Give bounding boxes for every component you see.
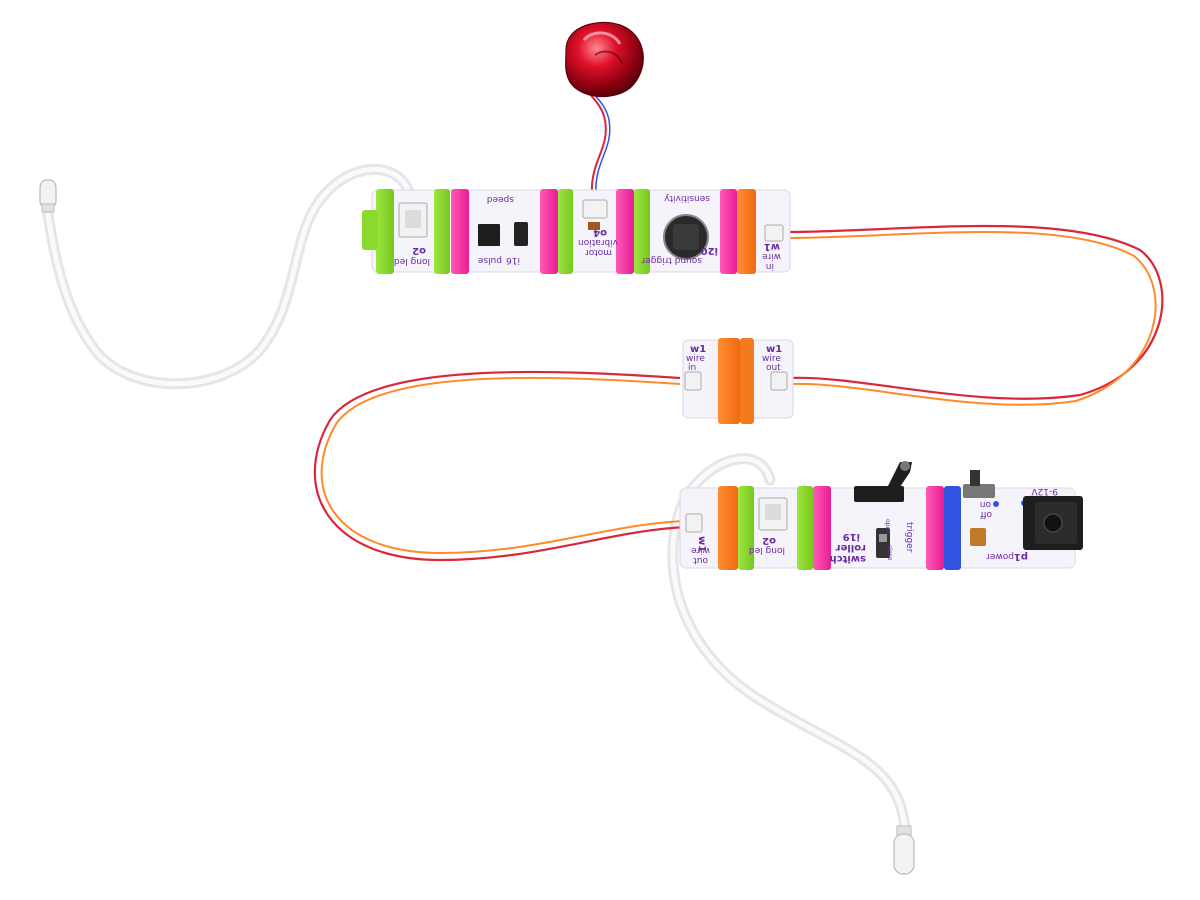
wire-socket (684, 371, 702, 391)
white-led-cable-bottom (667, 453, 911, 836)
orange-magnet-connector (718, 338, 740, 424)
pink-magnet-connector (451, 189, 469, 274)
long-led-bottom-id: o2 (762, 535, 776, 546)
pulse-id: i16 (506, 255, 520, 265)
wire-out-mid-label: wire (762, 354, 781, 364)
wire-out-mid-label2: out (766, 363, 781, 373)
power-id: p1 (1014, 551, 1028, 562)
green-magnet-connector (558, 189, 573, 274)
wire-in-mid-label2: in (688, 363, 696, 373)
led-bulb-top (39, 179, 57, 213)
power-indicator (970, 528, 986, 546)
green-magnet-connector (376, 189, 394, 274)
motor-socket (582, 199, 608, 219)
pink-magnet-connector (813, 486, 831, 570)
long-led-bottom-label: long led (749, 545, 785, 555)
middle-wire-module: w1 wire in w1 wire out (682, 338, 794, 424)
open-mode-label: open (884, 519, 891, 534)
orange-magnet-connector (737, 189, 756, 274)
pink-magnet-connector (540, 189, 558, 274)
voltage-label: 9-12V (1031, 486, 1058, 496)
ic-chip (478, 224, 500, 246)
trigger-mode-label: trigger (904, 522, 914, 553)
blue-magnet-connector (944, 486, 961, 570)
top-module-chain: o2 long led i16 pulse speed o4 vibration… (362, 189, 791, 274)
sensitivity-label: sensitivity (663, 193, 710, 203)
close-mode-label: close (886, 545, 893, 561)
green-magnet-connector (797, 486, 813, 570)
wire-in-top-id: w1 (764, 241, 780, 252)
wire-out-bottom-id: w1 (696, 536, 707, 552)
wire-out-mid-id: w1 (766, 344, 782, 355)
motor-label: motor (585, 247, 612, 257)
wire-out-bottom-label: wire (691, 545, 710, 555)
pulse-label: pulse (477, 255, 502, 265)
pink-magnet-connector (926, 486, 944, 570)
orange-magnet-connector (740, 338, 754, 424)
green-magnet-connector (634, 189, 650, 274)
wire-in-top-label: wire (762, 251, 781, 261)
wire-in-mid-id: w1 (690, 344, 706, 355)
roller-switch-label: roller (836, 542, 866, 553)
power-off-label: off (979, 509, 992, 519)
power-label: power (986, 551, 1014, 561)
roller-switch-label2: switch (830, 553, 866, 564)
wire-out-bottom-label2: out (693, 555, 708, 565)
long-led-top-label: long led (394, 256, 430, 266)
vibration-motor-id: o4 (593, 227, 607, 238)
speed-label: speed (487, 194, 514, 204)
orange-magnet-connector (718, 486, 738, 570)
roller-lever (854, 486, 904, 502)
wire-socket (770, 371, 788, 391)
red-orange-cable-1 (784, 224, 1164, 406)
pink-magnet-connector (616, 189, 634, 274)
wire-in-top-label2: in (766, 261, 774, 271)
vibration-label: vibration (578, 237, 618, 247)
wire-socket (764, 224, 784, 242)
wire-in-mid-label: wire (686, 354, 705, 364)
white-led-cable-top (42, 163, 416, 390)
sound-trigger-label: sound trigger (641, 255, 702, 265)
power-slide-switch (963, 484, 995, 498)
green-magnet-connector (434, 189, 450, 274)
red-orange-cable-2 (313, 370, 689, 562)
trim-pot (514, 222, 528, 246)
long-led-top-id: o2 (412, 245, 426, 256)
green-magnet-connector (738, 486, 754, 570)
red-jingle-bell (565, 21, 644, 98)
wire-socket (685, 513, 703, 533)
sound-trigger-id: i20 (701, 245, 718, 256)
bottom-module-chain: w1 wire out o2 long led i19 roller switc… (679, 461, 1083, 570)
pink-magnet-connector (720, 189, 737, 274)
led-bulb-bottom (893, 825, 915, 875)
power-on-label: on (980, 499, 991, 509)
roller-switch-id: i19 (843, 531, 860, 542)
